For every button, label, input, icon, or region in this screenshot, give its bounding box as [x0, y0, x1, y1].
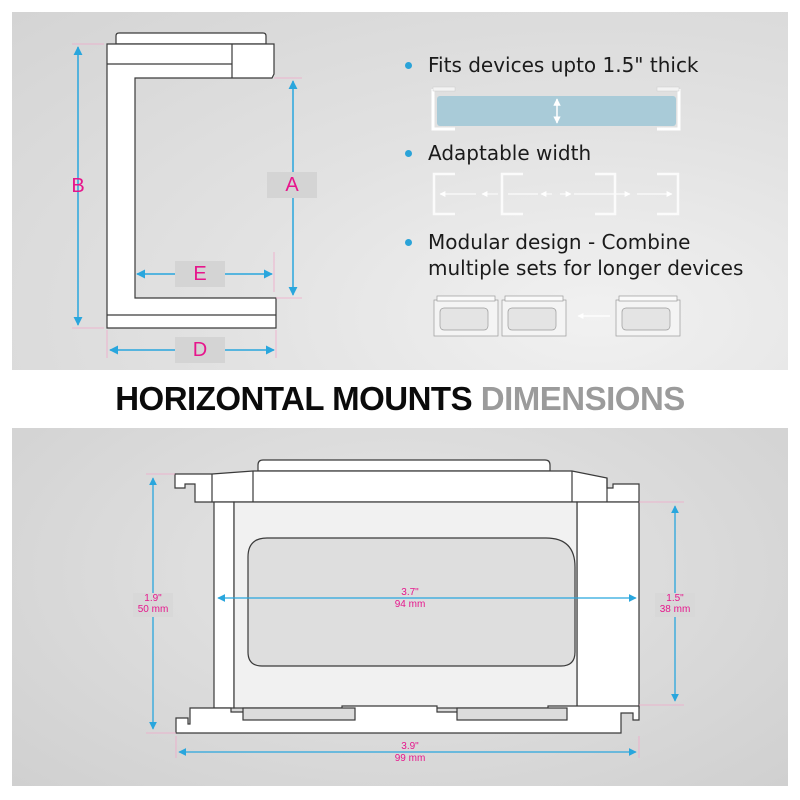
height-left-label: 1.9" 50 mm: [133, 593, 173, 617]
heading-secondary: DIMENSIONS: [480, 380, 686, 417]
total-width-label: 3.9" 99 mm: [394, 741, 426, 764]
heading-primary: HORIZONTAL MOUNTS: [115, 380, 473, 417]
thickness-illustration: [431, 86, 681, 131]
bullet-icon: [405, 62, 412, 69]
modular-combine-illustration: [433, 295, 681, 337]
label-d: D: [175, 337, 225, 363]
label-b: B: [71, 175, 85, 197]
side-profile-diagram: [72, 32, 302, 358]
bullet-icon: [405, 150, 412, 157]
adaptable-width-illustration: [432, 172, 680, 216]
section-heading: HORIZONTAL MOUNTS DIMENSIONS: [0, 373, 800, 425]
inner-width-label: 3.7" 94 mm: [394, 587, 426, 610]
label-a: A: [267, 172, 317, 198]
label-e: E: [175, 261, 225, 287]
height-right-label: 1.5" 38 mm: [655, 593, 695, 617]
bullet-icon: [405, 239, 412, 246]
